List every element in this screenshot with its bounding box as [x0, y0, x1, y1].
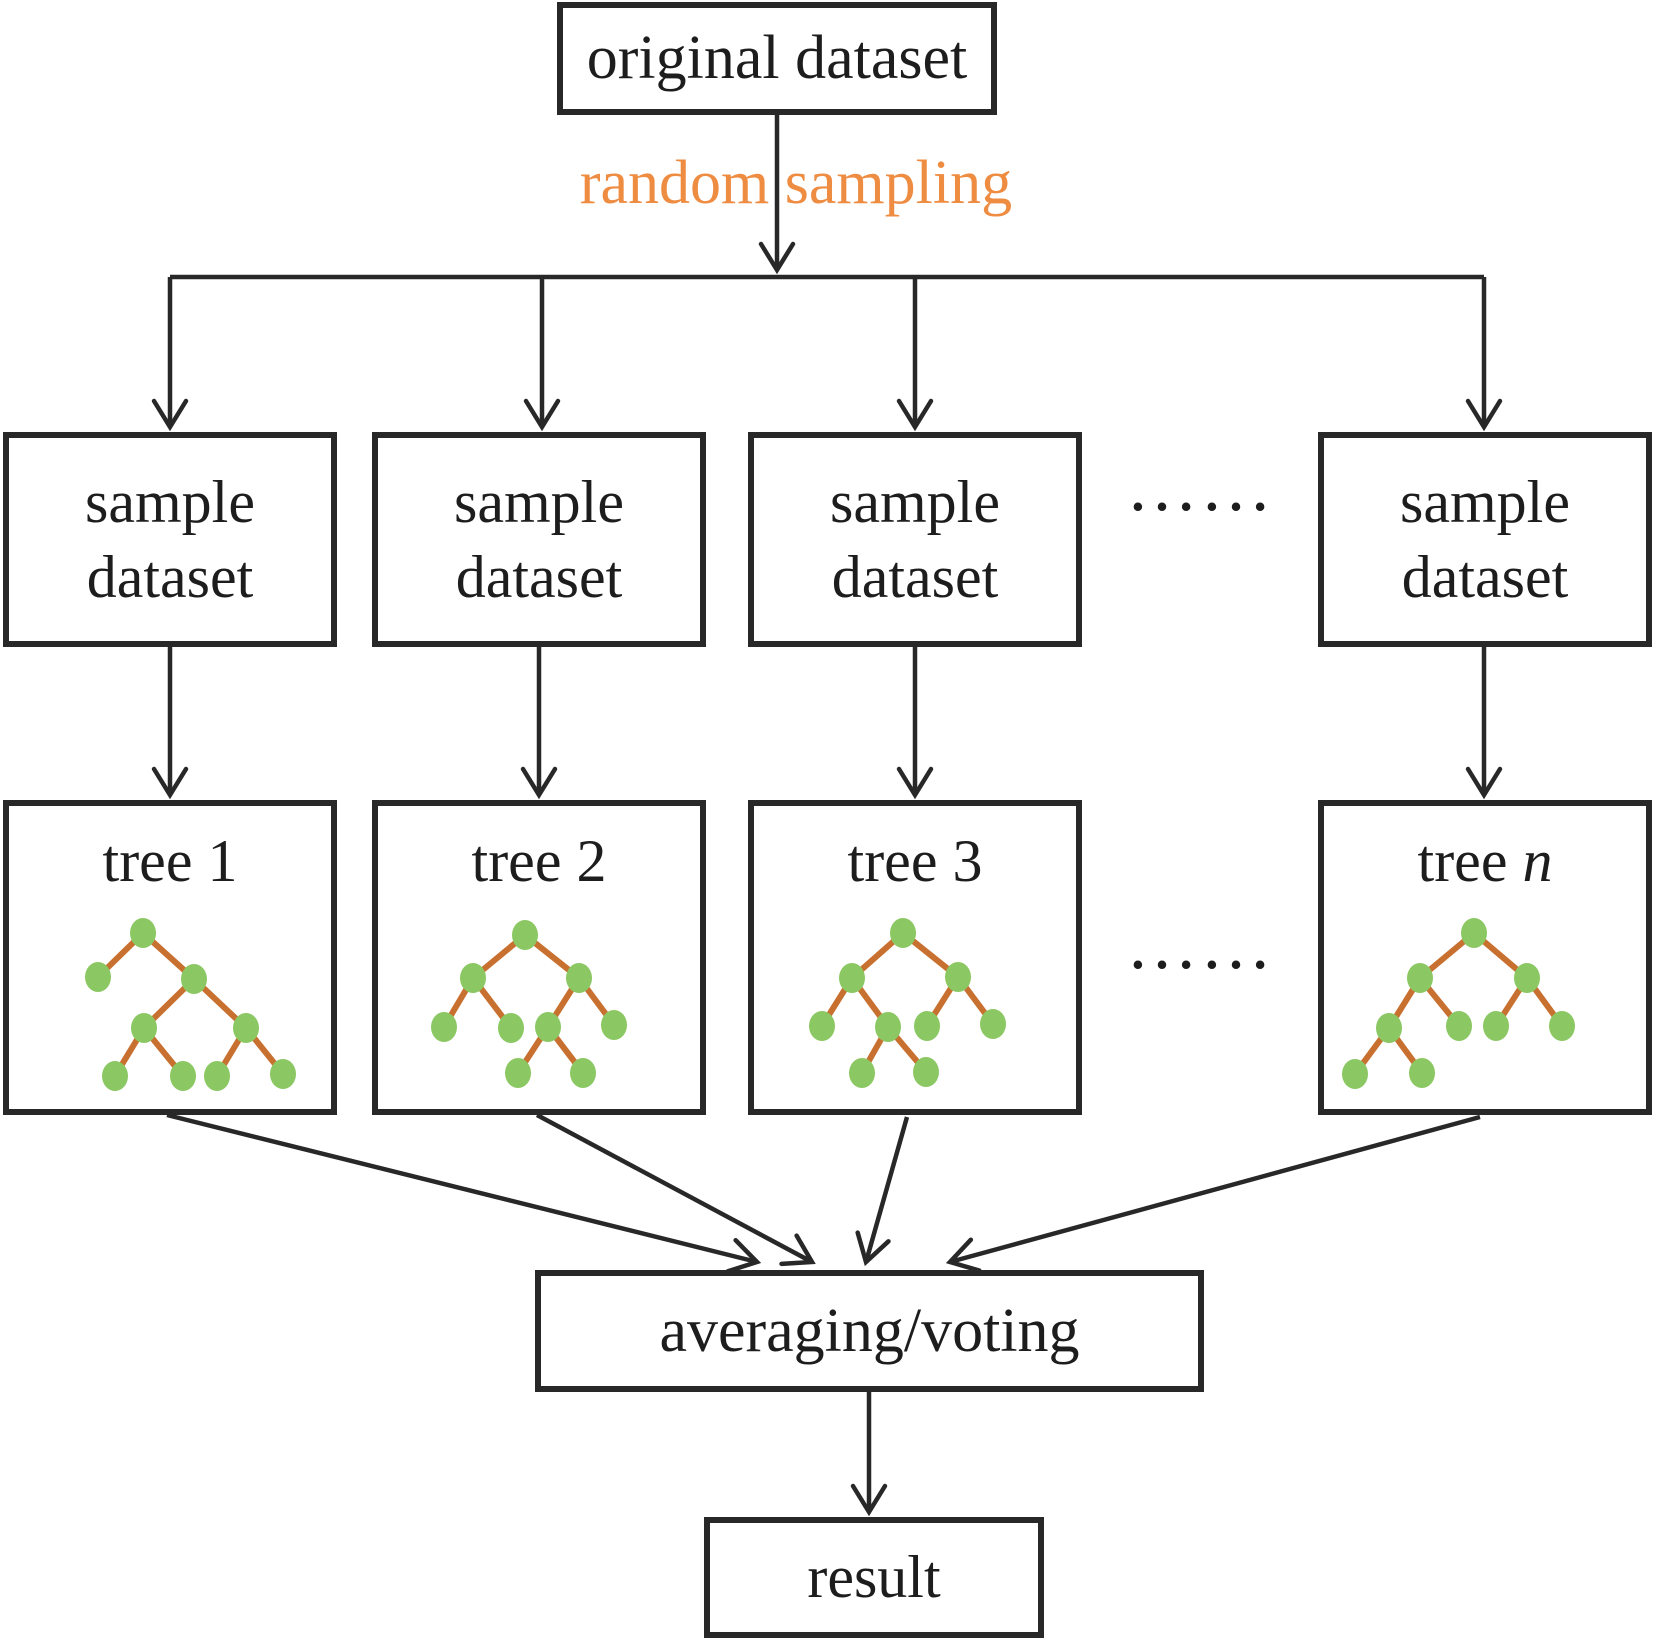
sample-dataset-label-line2: dataset — [831, 543, 999, 610]
tree-box-3: tree 3 — [748, 800, 1082, 1115]
result-label: result — [807, 1544, 941, 1610]
sample-dataset-label-line2: dataset — [86, 543, 254, 610]
tree-box-n: tree n — [1318, 800, 1652, 1115]
tree-label: tree 2 — [472, 828, 607, 894]
tree-label-number: 2 — [576, 828, 607, 894]
original-dataset-label: original dataset — [586, 24, 968, 92]
trees-ellipsis: …… — [1126, 904, 1274, 984]
random-sampling-label: random sampling — [579, 149, 1013, 217]
sample-dataset-label-line1: sample — [830, 468, 1000, 535]
samples-ellipsis: …… — [1126, 446, 1274, 526]
tree-label-prefix: tree — [847, 828, 938, 894]
tree-label: tree 3 — [848, 828, 983, 894]
tree-label: tree 1 — [103, 828, 238, 894]
tree-label-number: n — [1522, 828, 1553, 894]
averaging-voting-label: averaging/voting — [659, 1296, 1080, 1365]
sample-dataset-label-line1: sample — [454, 468, 624, 535]
sample-dataset-box-2: sample dataset — [372, 432, 706, 647]
tree-label-prefix: tree — [1417, 828, 1508, 894]
tree-label-prefix: tree — [471, 828, 562, 894]
sample-dataset-box-4: sample dataset — [1318, 432, 1652, 647]
tree-label-number: 3 — [952, 828, 983, 894]
sample-dataset-box-3: sample dataset — [748, 432, 1082, 647]
sample-dataset-label-line1: sample — [1400, 468, 1570, 535]
averaging-voting-box: averaging/voting — [535, 1270, 1204, 1392]
tree-box-2: tree 2 — [372, 800, 706, 1115]
tree-box-1: tree 1 — [3, 800, 337, 1115]
sample-dataset-label-line2: dataset — [455, 543, 623, 610]
sample-dataset-label-line2: dataset — [1401, 543, 1569, 610]
original-dataset-box: original dataset — [557, 2, 997, 115]
result-box: result — [704, 1517, 1044, 1638]
tree-label-number: 1 — [207, 828, 238, 894]
sample-dataset-label-line1: sample — [85, 468, 255, 535]
sample-dataset-box-1: sample dataset — [3, 432, 337, 647]
tree-label-prefix: tree — [102, 828, 193, 894]
tree-label: tree n — [1418, 828, 1553, 894]
